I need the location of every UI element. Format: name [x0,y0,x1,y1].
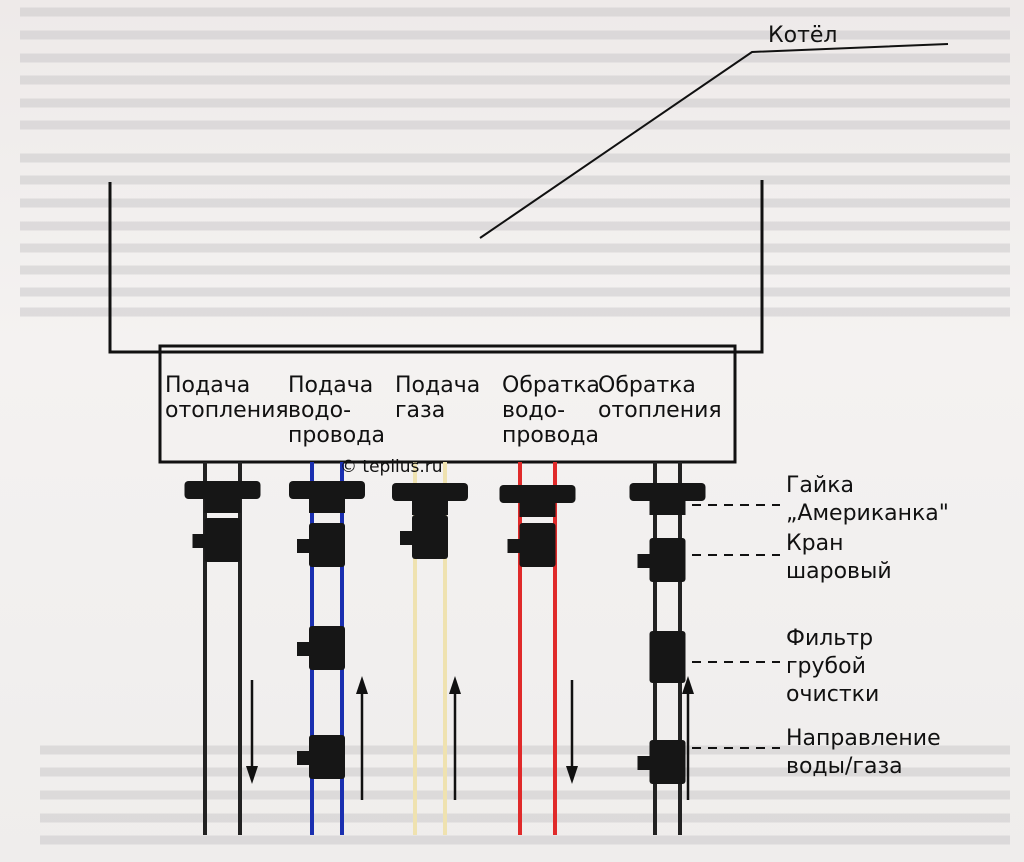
valve-handle-icon [637,554,652,568]
legend-label-4: Направление [786,726,941,751]
ball-valve-icon [649,740,686,784]
boiler-label: Котёл [768,23,838,48]
pipe-label-3: Подача [395,373,480,398]
valve-handle-icon [297,642,311,656]
union-nut-icon [289,481,365,499]
arrow-down-icon [566,766,578,784]
pipe-label-3: газа [395,398,445,423]
watermark: © teplius.ru [340,457,443,477]
ball-valve-icon [204,518,241,562]
legend-label-2: Кран [786,531,843,556]
pipe-label-5: Обратка [598,373,696,398]
valve-handle-icon [400,531,414,545]
valve-handle-icon [507,539,522,553]
union-nut-icon [629,483,706,501]
arrow-up-icon [682,676,694,694]
ball-valve-icon [309,735,345,779]
pipe-label-4: водо- [502,398,565,423]
pipe-label-1: Подача [165,373,250,398]
legend-label-1: „Американка" [786,501,949,526]
ball-valve-icon [649,538,686,582]
pipe-label-5: отопления [598,398,722,423]
valve-handle-icon [637,756,652,770]
valve-handle-icon [192,534,207,548]
pipe-label-1: отопления [165,398,289,423]
union-nut-icon [392,483,468,501]
valve-handle-icon [297,751,311,765]
pipe-label-4: Обратка [502,373,600,398]
arrow-up-icon [356,676,368,694]
legend-label-2: шаровый [786,559,892,584]
legend-label-3: грубой [786,654,866,679]
pipe-label-2: водо- [288,398,351,423]
legend-label-3: очистки [786,682,879,707]
union-nut-icon [412,501,448,515]
legend-label-4: воды/газа [786,754,903,779]
ball-valve-icon [412,515,448,559]
arrow-down-icon [246,766,258,784]
union-nut-icon [519,503,556,517]
arrow-up-icon [449,676,461,694]
pipe-label-4: провода [502,423,599,448]
connection-box [158,344,737,464]
legend-label-3: Фильтр [786,626,873,651]
boiler-outline [108,180,764,354]
background-print-lines [20,7,1010,845]
coarse-filter-icon [649,631,686,683]
ball-valve-icon [309,523,345,567]
pipe-label-2: Подача [288,373,373,398]
union-nut-icon [499,485,576,503]
pipe-label-2: провода [288,423,385,448]
union-nut-icon [204,499,241,513]
valve-handle-icon [297,539,311,553]
ball-valve-icon [519,523,556,567]
chimney-leader-line [479,43,949,239]
union-nut-icon [309,499,345,513]
union-nut-icon [649,501,686,515]
ball-valve-icon [309,626,345,670]
union-nut-icon [184,481,261,499]
legend-label-1: Гайка [786,473,854,498]
